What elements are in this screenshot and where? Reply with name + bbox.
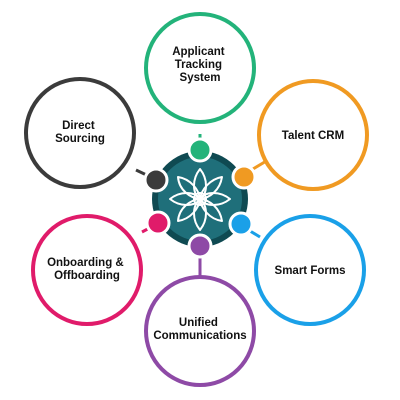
- label-onboarding-offboarding: Onboarding & Offboarding: [47, 257, 127, 282]
- label-direct-sourcing: Direct Sourcing: [55, 120, 105, 145]
- label-line: Talent CRM: [282, 130, 344, 142]
- label-line: Communications: [153, 330, 246, 342]
- label-line: Sourcing: [55, 133, 105, 145]
- feature-labels: Applicant Tracking System Talent CRM Sma…: [47, 46, 345, 342]
- dot-onboarding-offboarding: [145, 210, 171, 236]
- label-line: Onboarding &: [47, 257, 124, 269]
- circle-talent-crm: [257, 79, 369, 191]
- dot-unified-communications: [187, 233, 213, 259]
- feature-circles: [24, 12, 369, 387]
- label-line: Offboarding: [54, 270, 120, 282]
- label-talent-crm: Talent CRM: [282, 130, 344, 142]
- lotus-flower-icon: [169, 168, 231, 231]
- circle-direct-sourcing: [24, 77, 136, 189]
- label-line: Applicant: [172, 46, 225, 58]
- label-line: Tracking: [175, 59, 222, 71]
- dot-smart-forms: [228, 211, 254, 237]
- central-hub: [152, 151, 248, 247]
- hub-connector-dots: [143, 137, 257, 259]
- dot-applicant-tracking-system: [187, 137, 213, 163]
- label-line: Unified: [179, 317, 218, 329]
- label-line: Smart Forms: [275, 265, 346, 277]
- dot-talent-crm: [231, 164, 257, 190]
- dot-direct-sourcing: [143, 167, 169, 193]
- circle-applicant-tracking-system: [144, 12, 256, 124]
- circle-unified-communications: [144, 275, 256, 387]
- label-line: System: [180, 72, 221, 84]
- label-line: Direct: [62, 120, 95, 132]
- label-smart-forms: Smart Forms: [275, 265, 346, 277]
- label-unified-communications: Unified Communications: [153, 317, 246, 342]
- circle-smart-forms: [254, 214, 366, 326]
- label-applicant-tracking-system: Applicant Tracking System: [172, 46, 228, 84]
- circle-onboarding-offboarding: [31, 214, 143, 326]
